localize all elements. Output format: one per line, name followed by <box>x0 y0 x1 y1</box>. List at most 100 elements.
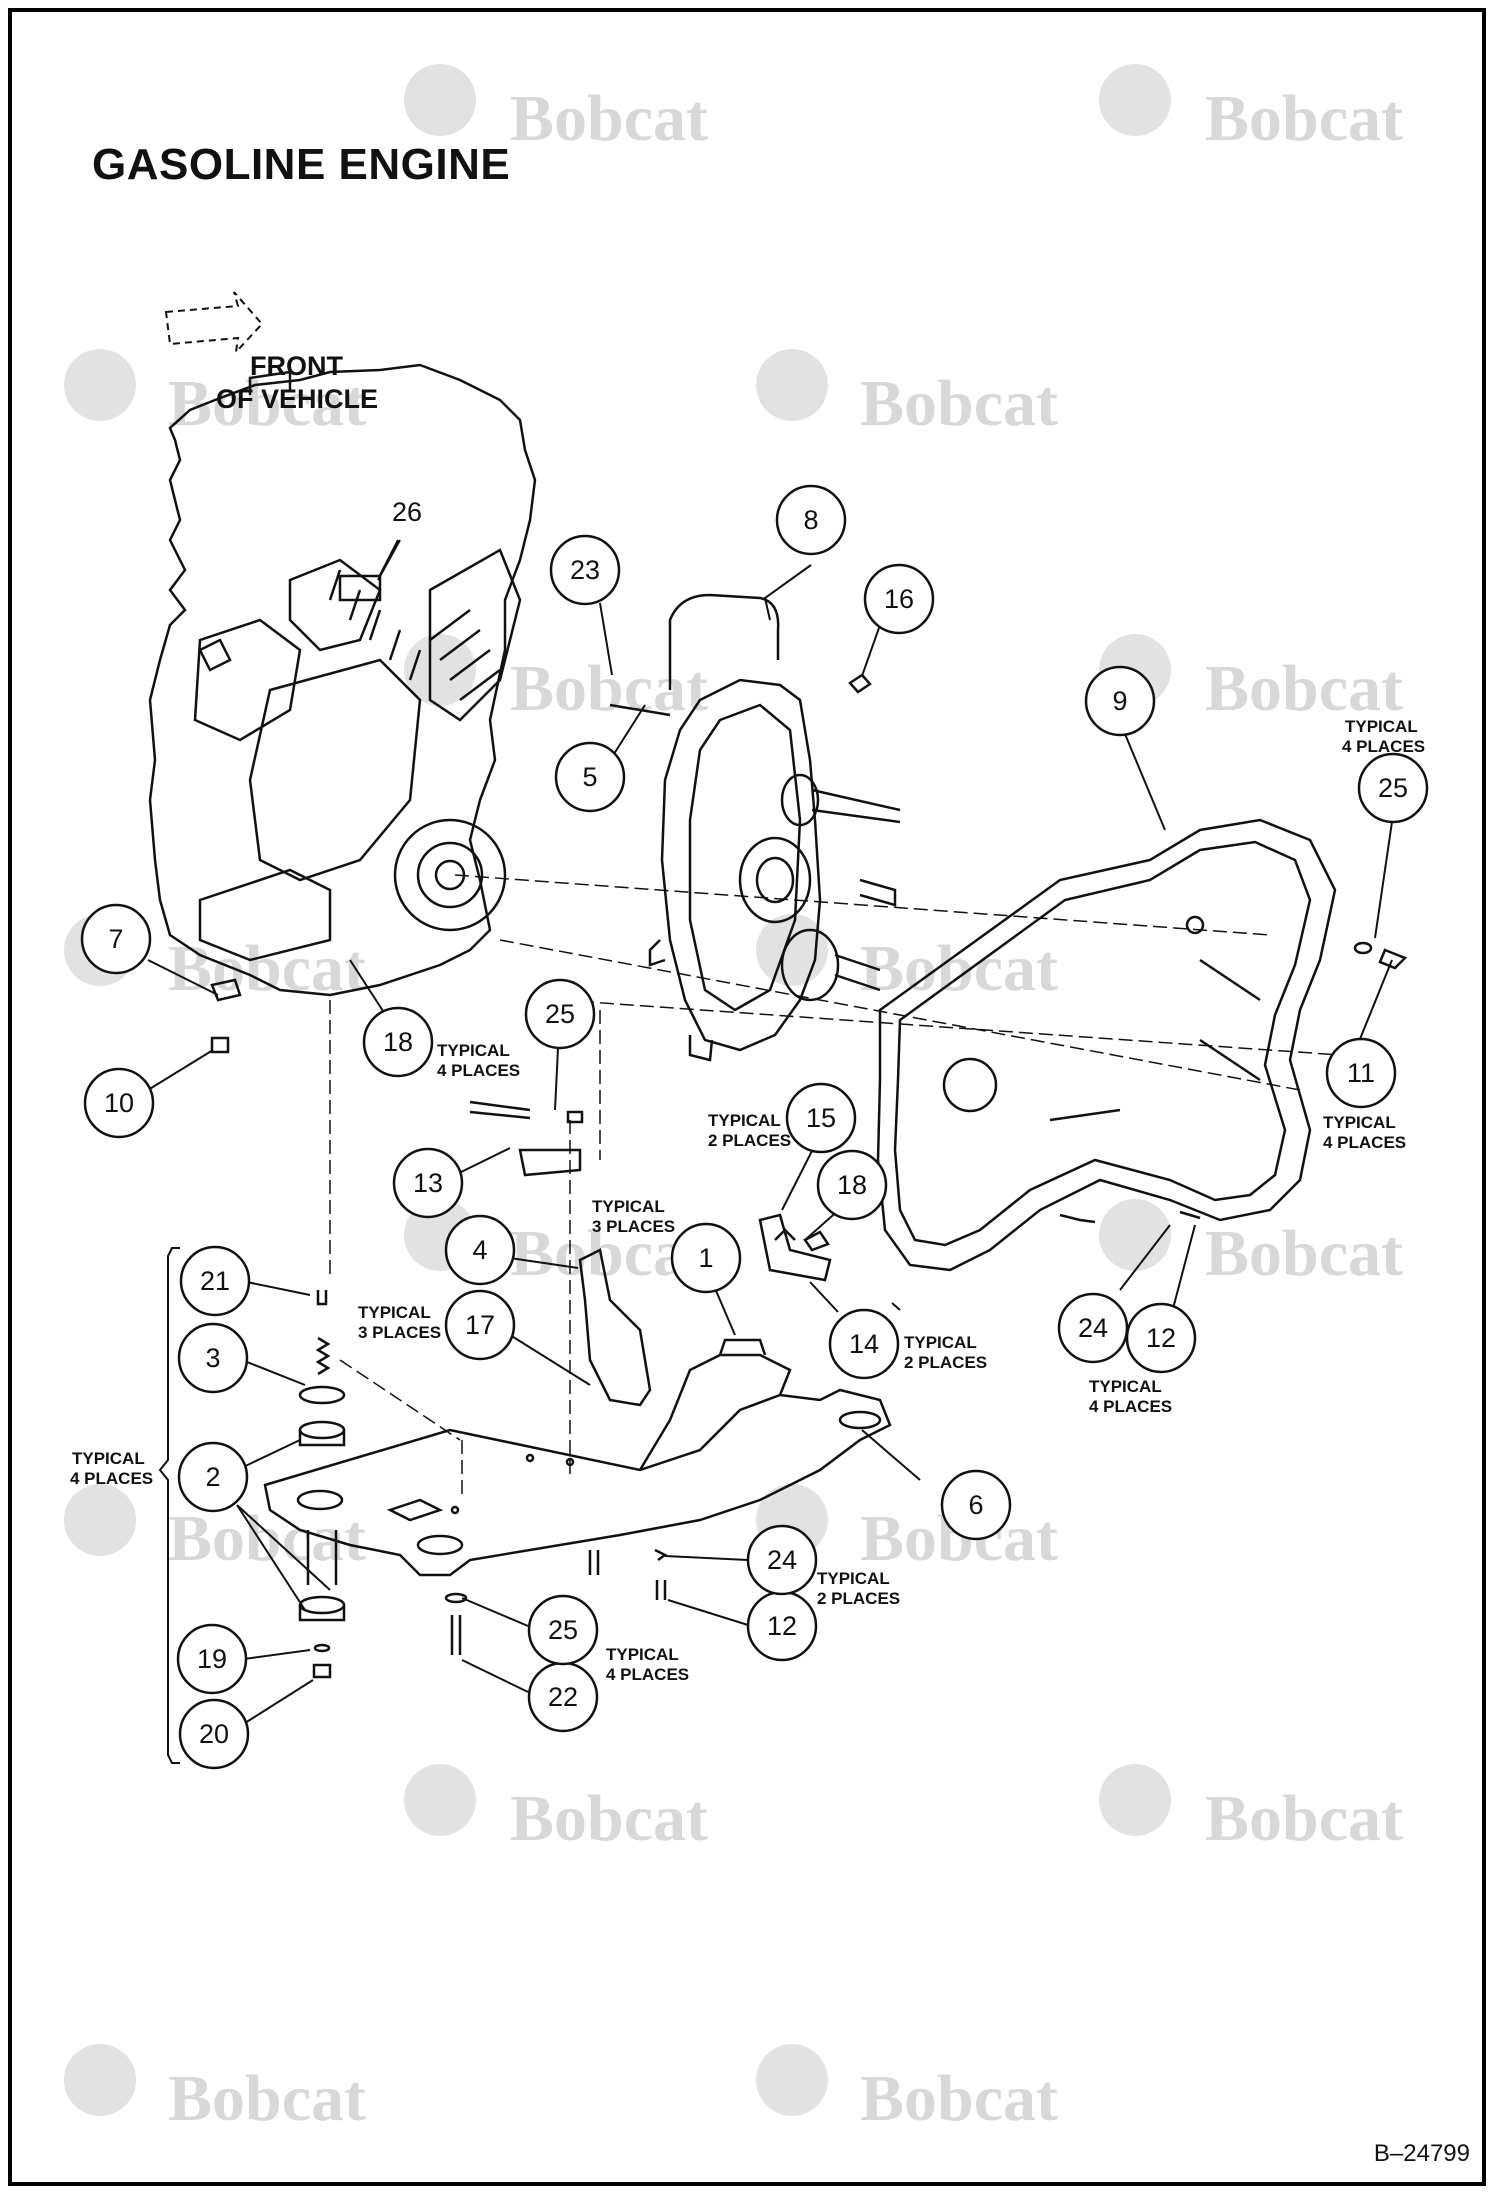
callout-25-center: 25 <box>524 978 596 1050</box>
watermarks: Bobcat Bobcat Bobcat Bobcat Bobcat Bobca… <box>64 64 1403 2135</box>
svg-text:11: 11 <box>1347 1058 1375 1088</box>
watermark-logo: Bobcat <box>1099 64 1403 155</box>
svg-text:3: 3 <box>205 1343 220 1373</box>
svg-text:26: 26 <box>392 497 422 527</box>
svg-text:12: 12 <box>1146 1323 1176 1353</box>
callout-12-bottom: 12 <box>746 1590 818 1662</box>
note-line: 2 PLACES <box>904 1353 987 1372</box>
watermark-logo: Bobcat <box>404 64 708 155</box>
note-line: TYPICAL <box>358 1303 431 1322</box>
callout-1: 1 <box>670 1222 742 1294</box>
svg-text:Bobcat: Bobcat <box>168 367 366 440</box>
note-line: TYPICAL <box>592 1197 665 1216</box>
note-line: TYPICAL <box>437 1041 510 1060</box>
svg-text:Bobcat: Bobcat <box>168 2062 366 2135</box>
page-title: GASOLINE ENGINE <box>92 140 511 189</box>
callout-9: 9 <box>1084 665 1156 737</box>
watermark-logo: Bobcat <box>756 349 1058 440</box>
svg-text:Bobcat: Bobcat <box>168 932 366 1005</box>
callout-18-left: 18 <box>362 1006 434 1078</box>
svg-text:Bobcat: Bobcat <box>1205 1217 1403 1290</box>
svg-text:19: 19 <box>197 1644 227 1674</box>
svg-text:12: 12 <box>767 1611 797 1641</box>
callout-12-right: 12 <box>1125 1302 1197 1374</box>
svg-text:5: 5 <box>582 762 597 792</box>
callout-24-right: 24 <box>1057 1292 1129 1364</box>
front-of-vehicle-arrow-icon <box>164 291 264 356</box>
callout-3: 3 <box>177 1322 249 1394</box>
callout-23: 23 <box>549 534 621 606</box>
svg-text:22: 22 <box>548 1682 578 1712</box>
engine-hardware-drawing <box>210 673 1408 1252</box>
svg-text:16: 16 <box>884 584 914 614</box>
watermark-logo: Bobcat <box>64 349 366 440</box>
svg-text:7: 7 <box>108 924 123 954</box>
svg-text:Bobcat: Bobcat <box>510 652 708 725</box>
svg-text:2: 2 <box>205 1462 220 1492</box>
isolator-hardware-drawing <box>298 1290 668 1679</box>
callout-24-bottom: 24 <box>746 1524 818 1596</box>
note-line: TYPICAL <box>606 1645 679 1664</box>
note-line: 4 PLACES <box>606 1665 689 1684</box>
svg-text:24: 24 <box>767 1545 797 1575</box>
transmission-drawing <box>648 678 901 1062</box>
svg-text:21: 21 <box>200 1266 230 1296</box>
front-label-line2: OF VEHICLE <box>216 384 378 414</box>
callout-2: 2 <box>177 1441 249 1513</box>
callout-20: 20 <box>178 1698 250 1770</box>
callout-26: 26 <box>392 497 422 527</box>
figure-id: B–24799 <box>1373 2140 1470 2167</box>
callout-17: 17 <box>444 1289 516 1361</box>
center-lines <box>329 874 1341 1500</box>
watermark-logo: Bobcat <box>756 2044 1058 2135</box>
mounting-plate-drawing <box>263 1338 892 1577</box>
callout-22: 22 <box>527 1661 599 1733</box>
note-line: TYPICAL <box>1345 717 1418 736</box>
callout-14: 14 <box>828 1308 900 1380</box>
callout-6: 6 <box>940 1469 1012 1541</box>
svg-text:Bobcat: Bobcat <box>168 1502 366 1575</box>
callout-11: 11 <box>1325 1037 1397 1109</box>
callout-5: 5 <box>554 741 626 813</box>
svg-text:15: 15 <box>806 1103 836 1133</box>
callouts: 1 2 3 4 5 6 7 8 9 10 11 12 12 13 14 15 1… <box>80 484 1429 1770</box>
svg-text:4: 4 <box>472 1235 487 1265</box>
note-line: TYPICAL <box>72 1449 145 1468</box>
note-line: TYPICAL <box>708 1111 781 1130</box>
watermark-logo: Bobcat <box>404 1764 708 1855</box>
note-line: TYPICAL <box>1323 1113 1396 1132</box>
svg-text:20: 20 <box>199 1719 229 1749</box>
svg-text:17: 17 <box>465 1310 495 1340</box>
watermark-logo: Bobcat <box>1099 1764 1403 1855</box>
watermark-logo: Bobcat <box>64 1484 366 1575</box>
note-line: 4 PLACES <box>1342 737 1425 756</box>
callout-10: 10 <box>83 1067 155 1139</box>
svg-text:Bobcat: Bobcat <box>1205 82 1403 155</box>
callout-21: 21 <box>179 1245 251 1317</box>
typical-notes: TYPICAL 4 PLACES TYPICAL 4 PLACES TYPICA… <box>70 717 1425 1684</box>
leader-26 <box>377 539 401 581</box>
svg-text:Bobcat: Bobcat <box>860 2062 1058 2135</box>
svg-text:23: 23 <box>570 555 600 585</box>
note-line: 4 PLACES <box>70 1469 153 1488</box>
callout-15: 15 <box>785 1082 857 1154</box>
callout-4: 4 <box>444 1214 516 1286</box>
note-line: 3 PLACES <box>358 1323 441 1342</box>
svg-text:Bobcat: Bobcat <box>1205 652 1403 725</box>
svg-text:18: 18 <box>383 1027 413 1057</box>
svg-text:24: 24 <box>1078 1313 1108 1343</box>
svg-text:18: 18 <box>837 1170 867 1200</box>
note-line: 4 PLACES <box>1089 1397 1172 1416</box>
svg-text:1: 1 <box>698 1243 713 1273</box>
note-line: 2 PLACES <box>708 1131 791 1150</box>
note-line: 4 PLACES <box>437 1061 520 1080</box>
note-line: 3 PLACES <box>592 1217 675 1236</box>
note-line: TYPICAL <box>817 1569 890 1588</box>
svg-text:Bobcat: Bobcat <box>510 1782 708 1855</box>
svg-text:Bobcat: Bobcat <box>860 367 1058 440</box>
svg-text:9: 9 <box>1112 686 1127 716</box>
callout-16: 16 <box>863 563 935 635</box>
cover-plate-drawing <box>876 818 1337 1272</box>
svg-text:Bobcat: Bobcat <box>510 82 708 155</box>
callout-8: 8 <box>775 484 847 556</box>
